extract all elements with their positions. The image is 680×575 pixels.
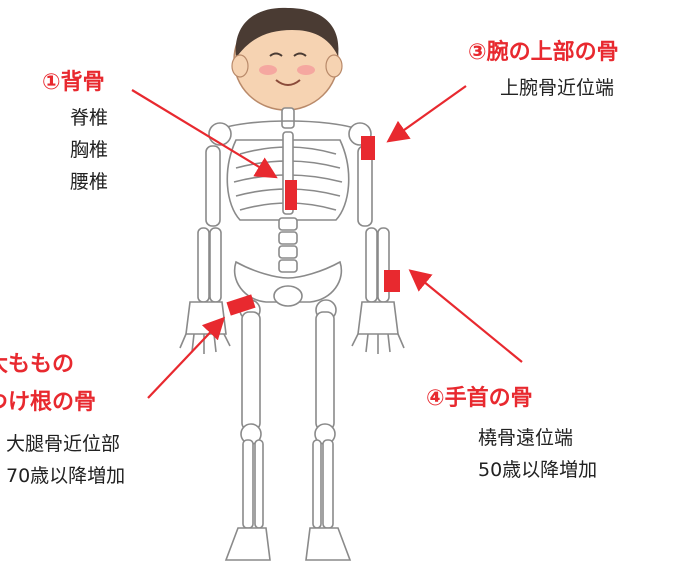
- wrist-detail-1: 橈骨遠位端: [478, 426, 573, 451]
- thigh-detail-2: 70歳以降増加: [6, 464, 125, 489]
- spine-marker: [285, 180, 297, 210]
- upper-arm-marker: [361, 136, 375, 160]
- upper-arm-callout-title: ③腕の上部の骨: [468, 40, 619, 66]
- wrist-detail-2: 50歳以降増加: [478, 458, 597, 483]
- spine-detail-2: 胸椎: [70, 138, 108, 163]
- wrist-callout-title: ④手首の骨: [426, 386, 533, 412]
- upper-arm-arrow: [390, 86, 466, 140]
- spine-detail-3: 腰椎: [70, 170, 108, 195]
- upper-arm-detail-1: 上腕骨近位端: [500, 76, 614, 101]
- spine-arrow: [132, 90, 274, 176]
- spine-detail-1: 脊椎: [70, 106, 108, 131]
- skeleton-bones: [180, 108, 404, 560]
- thigh-callout-title-line-1: 大ももの: [0, 352, 74, 378]
- wrist-arrow: [412, 272, 522, 362]
- wrist-marker: [384, 270, 400, 292]
- thigh-callout-title-line-2: つけ根の骨: [0, 390, 96, 416]
- thigh-detail-1: 大腿骨近位部: [6, 432, 120, 457]
- hip-arrow: [148, 320, 222, 398]
- spine-callout-title: ①背骨: [42, 70, 105, 96]
- head: [232, 8, 342, 110]
